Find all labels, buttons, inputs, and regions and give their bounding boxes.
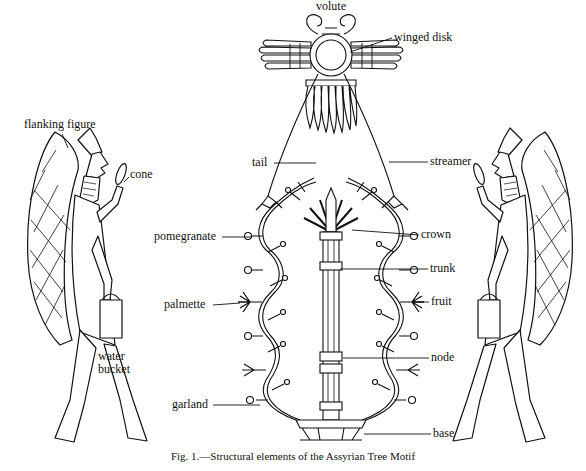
part-label: flanking figure xyxy=(24,118,96,131)
part-label: pomegranate xyxy=(154,230,216,243)
part-label: base xyxy=(433,427,454,440)
part-label: node xyxy=(431,351,454,364)
part-label: tail xyxy=(252,156,267,169)
part-label: volute xyxy=(316,0,346,13)
part-label: trunk xyxy=(430,262,455,275)
sacred-tree-drawing xyxy=(238,178,424,440)
part-label: water bucket xyxy=(98,350,142,376)
part-label: cone xyxy=(130,168,153,181)
winged-disk-drawing xyxy=(256,15,408,210)
part-label: streamer xyxy=(430,155,471,168)
part-label: fruit xyxy=(431,295,452,308)
part-label: palmette xyxy=(164,298,205,311)
leader-lines xyxy=(62,38,431,434)
part-label: crown xyxy=(421,228,451,241)
part-label: winged disk xyxy=(394,31,452,44)
figure-caption: Fig. 1.—Structural elements of the Assyr… xyxy=(0,450,586,462)
part-label: garland xyxy=(172,398,208,411)
